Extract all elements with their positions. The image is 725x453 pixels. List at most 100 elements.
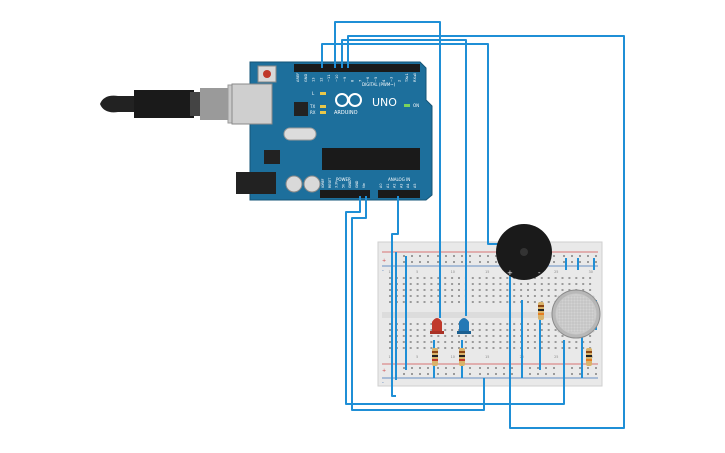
breadboard-hole[interactable] [478,335,481,337]
breadboard-hole[interactable] [495,255,497,257]
breadboard-hole[interactable] [533,335,536,337]
breadboard-hole[interactable] [423,347,426,349]
breadboard-hole[interactable] [520,295,523,297]
breadboard-hole[interactable] [492,277,495,279]
breadboard-hole[interactable] [451,289,454,291]
breadboard-hole[interactable] [579,261,581,263]
breadboard-hole[interactable] [461,261,463,263]
breadboard-hole[interactable] [479,255,481,257]
breadboard-hole[interactable] [437,367,439,369]
breadboard-hole[interactable] [451,295,454,297]
breadboard-hole[interactable] [575,277,578,279]
breadboard-hole[interactable] [533,283,536,285]
breadboard-hole[interactable] [389,277,391,279]
breadboard-hole[interactable] [492,347,495,349]
resistor-sensor-2[interactable] [586,348,592,366]
breadboard-hole[interactable] [389,289,391,291]
breadboard-hole[interactable] [389,323,391,325]
breadboard-hole[interactable] [402,277,405,279]
breadboard-hole[interactable] [423,329,426,331]
analog-header[interactable] [378,190,420,198]
breadboard-hole[interactable] [416,283,419,285]
breadboard-hole[interactable] [409,301,412,303]
breadboard-hole[interactable] [487,261,489,263]
breadboard-hole[interactable] [563,261,565,263]
breadboard-hole[interactable] [485,301,488,303]
breadboard-hole[interactable] [568,277,571,279]
breadboard-hole[interactable] [411,367,413,369]
breadboard-hole[interactable] [478,295,481,297]
breadboard-hole[interactable] [389,283,391,285]
breadboard-hole[interactable] [402,335,405,337]
breadboard-hole[interactable] [451,341,454,343]
breadboard-hole[interactable] [506,295,509,297]
breadboard-hole[interactable] [561,335,564,337]
breadboard-hole[interactable] [458,347,460,349]
breadboard-hole[interactable] [430,347,433,349]
breadboard-hole[interactable] [479,367,481,369]
breadboard-hole[interactable] [553,255,555,257]
breadboard-hole[interactable] [533,341,536,343]
breadboard-hole[interactable] [430,329,433,331]
breadboard-hole[interactable] [506,323,509,325]
breadboard-hole[interactable] [437,301,440,303]
breadboard-hole[interactable] [513,347,516,349]
breadboard-hole[interactable] [513,283,516,285]
breadboard-hole[interactable] [430,301,433,303]
breadboard-hole[interactable] [545,367,547,369]
breadboard-hole[interactable] [402,329,405,331]
breadboard-hole[interactable] [513,289,516,291]
breadboard-hole[interactable] [527,283,529,285]
breadboard-hole[interactable] [451,335,454,337]
breadboard-hole[interactable] [506,347,509,349]
breadboard-hole[interactable] [402,283,405,285]
breadboard-hole[interactable] [402,295,405,297]
breadboard-hole[interactable] [389,329,391,331]
breadboard-hole[interactable] [595,367,597,369]
breadboard-hole[interactable] [547,341,550,343]
breadboard-hole[interactable] [444,295,447,297]
breadboard-hole[interactable] [402,323,405,325]
digital-header[interactable] [294,64,420,72]
breadboard-hole[interactable] [499,329,502,331]
breadboard-hole[interactable] [587,373,589,375]
breadboard-hole[interactable] [513,323,516,325]
breadboard-hole[interactable] [499,347,502,349]
breadboard-hole[interactable] [403,373,405,375]
resistor-blue-led[interactable] [459,348,465,366]
breadboard-hole[interactable] [520,289,523,291]
breadboard-hole[interactable] [506,277,509,279]
breadboard-hole[interactable] [409,277,412,279]
breadboard-hole[interactable] [471,301,474,303]
breadboard-hole[interactable] [444,335,447,337]
breadboard-hole[interactable] [444,329,447,331]
breadboard-hole[interactable] [529,373,531,375]
breadboard-hole[interactable] [430,323,433,325]
breadboard-hole[interactable] [478,329,481,331]
breadboard-hole[interactable] [553,373,555,375]
breadboard-hole[interactable] [430,295,433,297]
breadboard-hole[interactable] [416,323,419,325]
breadboard-hole[interactable] [533,277,536,279]
breadboard-hole[interactable] [478,347,481,349]
breadboard-hole[interactable] [453,367,455,369]
breadboard-hole[interactable] [416,341,419,343]
breadboard-hole[interactable] [506,289,509,291]
breadboard-hole[interactable] [533,347,536,349]
breadboard-hole[interactable] [499,301,502,303]
breadboard-hole[interactable] [445,255,447,257]
breadboard-hole[interactable] [471,329,474,331]
breadboard-hole[interactable] [547,335,550,337]
breadboard-hole[interactable] [499,277,502,279]
breadboard-hole[interactable] [537,373,539,375]
breadboard-hole[interactable] [492,323,495,325]
breadboard-hole[interactable] [430,341,433,343]
breadboard-hole[interactable] [579,255,581,257]
breadboard-hole[interactable] [430,335,433,337]
breadboard-hole[interactable] [589,277,592,279]
breadboard-hole[interactable] [409,295,412,297]
breadboard-hole[interactable] [416,301,419,303]
red-led[interactable] [430,318,444,334]
breadboard-hole[interactable] [423,277,426,279]
breadboard-hole[interactable] [423,283,426,285]
